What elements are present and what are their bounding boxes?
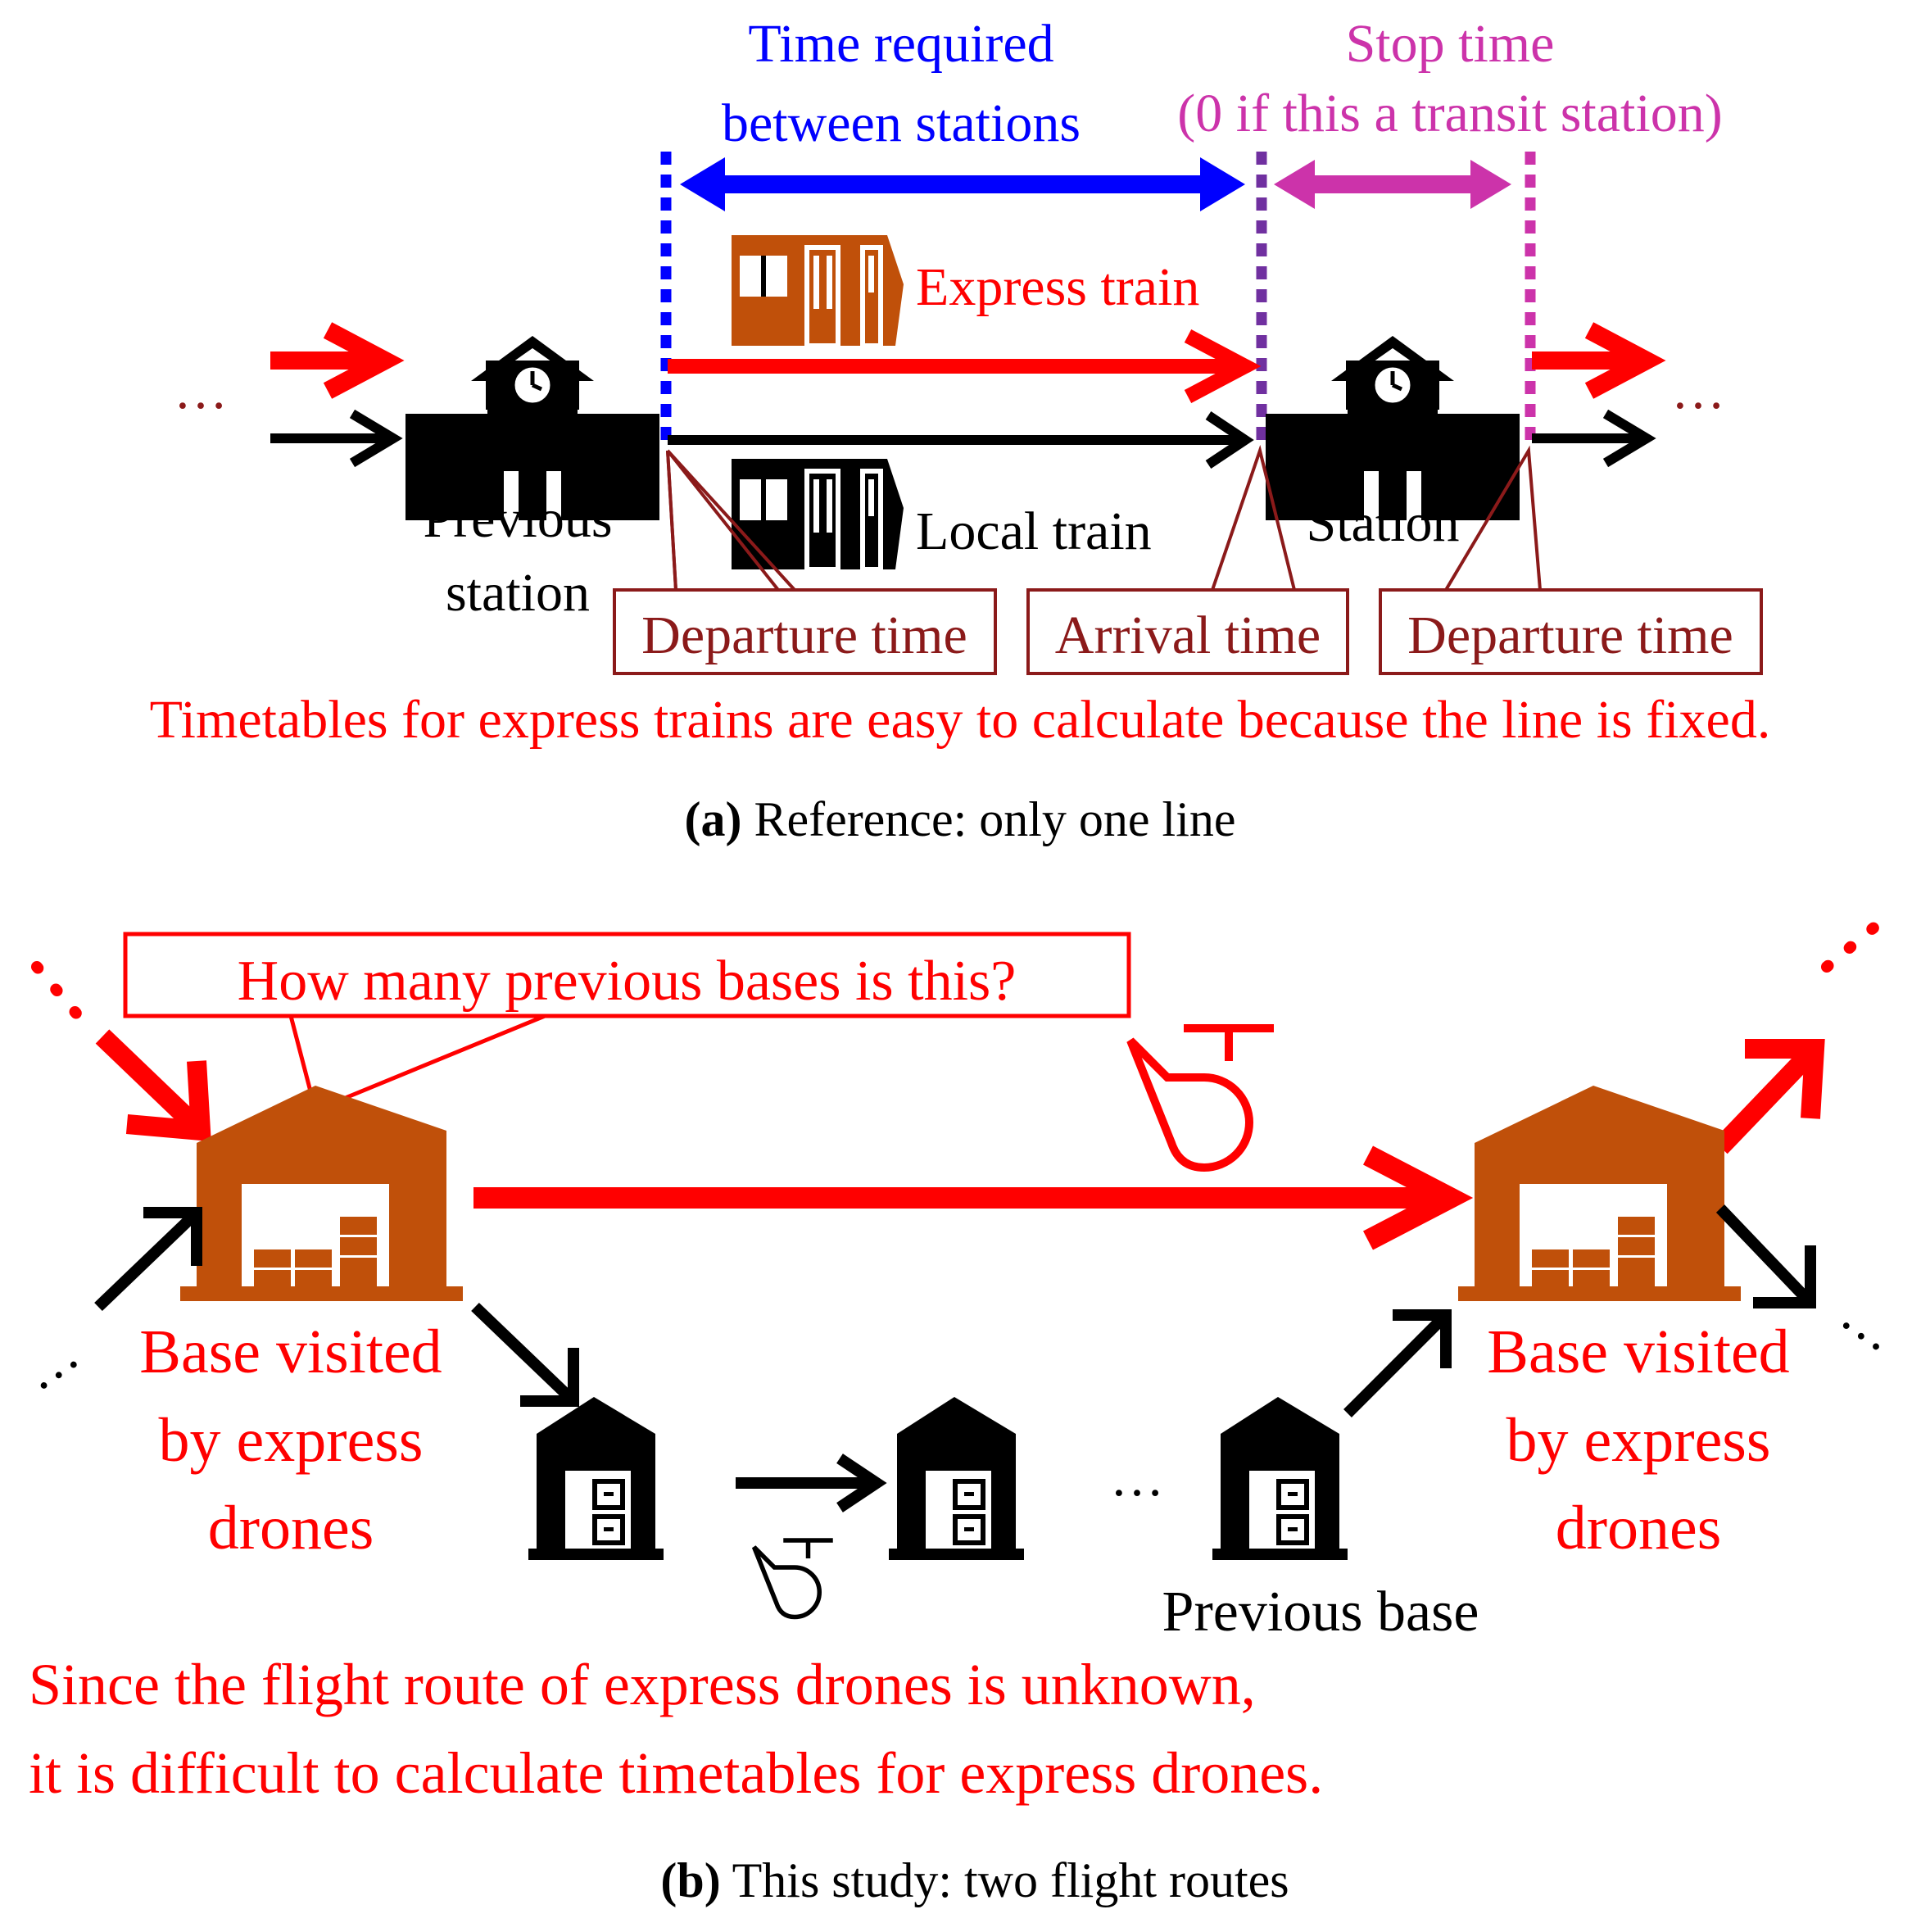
time-required-label-2: between stations	[722, 93, 1081, 153]
stop-time-label-2: (0 if this a transit station)	[1177, 84, 1722, 143]
stop-time-label: Stop time	[1346, 14, 1555, 74]
local-line-arrow	[668, 411, 1254, 469]
base-icon-2	[889, 1397, 1024, 1560]
local-route-arrow-3	[1343, 1309, 1452, 1417]
base-right-label-2: by express	[1506, 1406, 1771, 1475]
local-drone-icon	[754, 1540, 833, 1617]
express-outgoing-arrow	[1532, 322, 1666, 399]
previous-station-label-2: station	[446, 563, 590, 623]
express-drone-icon	[1130, 1028, 1274, 1168]
local-train-label: Local train	[916, 501, 1152, 561]
departure-time-label: Departure time	[641, 605, 967, 665]
panel-b-note-1: Since the flight route of express drones…	[29, 1652, 1256, 1717]
right-ellipsis: …	[1671, 361, 1725, 420]
base-right-label-3: drones	[1556, 1494, 1722, 1562]
panel-b-caption-text: This study: two flight routes	[721, 1853, 1289, 1907]
arrival-time-label: Arrival time	[1055, 605, 1321, 665]
question-callout	[123, 932, 1131, 1113]
previous-station-label: Previous	[424, 489, 613, 549]
base-right-label: Base visited	[1487, 1317, 1789, 1386]
time-required-double-arrow	[680, 157, 1245, 211]
left-ellipsis: …	[174, 361, 228, 420]
express-line-arrow	[668, 329, 1262, 403]
panel-b-note-2: it is difficult to calculate timetables …	[29, 1740, 1323, 1806]
panel-b-caption: (b) This study: two flight routes	[660, 1853, 1289, 1907]
express-incoming-arrow	[270, 322, 405, 399]
local-incoming-route-arrow	[94, 1207, 202, 1312]
departure-time-label-2: Departure time	[1407, 605, 1733, 665]
local-train-icon	[732, 459, 904, 569]
express-incoming-route-arrow	[95, 1029, 211, 1142]
express-base-right-icon	[1458, 1086, 1741, 1301]
local-outgoing-ellipsis: …	[1831, 1284, 1910, 1364]
station-label: Station	[1306, 493, 1459, 553]
express-base-left-icon	[180, 1086, 463, 1301]
express-incoming-dots	[31, 961, 88, 1026]
local-outgoing-arrow	[1532, 409, 1656, 468]
panel-a-caption: (a) Reference: only one line	[684, 792, 1235, 846]
express-train-icon	[732, 235, 904, 346]
arrival-time-callout	[1026, 444, 1349, 675]
stop-time-double-arrow	[1274, 160, 1511, 209]
time-required-label: Time required	[748, 14, 1053, 74]
base-icon-1	[528, 1397, 664, 1560]
base-left-label: Base visited	[139, 1317, 442, 1386]
panel-a-caption-text: Reference: only one line	[741, 792, 1235, 846]
local-route-arrow-1	[471, 1302, 579, 1407]
departure-time-callout-2	[1379, 445, 1763, 675]
local-route-arrow-2	[736, 1454, 887, 1512]
panel-b-caption-letter: (b)	[660, 1853, 720, 1907]
local-outgoing-route-arrow	[1715, 1204, 1816, 1308]
question-label: How many previous bases is this?	[238, 950, 1017, 1013]
express-train-label: Express train	[916, 257, 1199, 317]
express-outgoing-route-arrow	[1713, 1039, 1825, 1154]
base-left-label-2: by express	[159, 1406, 424, 1475]
previous-base-label: Previous base	[1162, 1581, 1479, 1644]
local-incoming-ellipsis: …	[11, 1322, 89, 1403]
previous-base-icon	[1212, 1397, 1348, 1560]
express-drone-route-arrow	[473, 1145, 1474, 1250]
panel-a-caption-letter: (a)	[684, 792, 741, 846]
departure-time-callout	[613, 449, 997, 675]
local-incoming-arrow	[270, 409, 403, 468]
express-outgoing-dots	[1821, 920, 1882, 973]
base-left-label-3: drones	[208, 1494, 374, 1562]
panel-a-note: Timetables for express trains are easy t…	[150, 690, 1771, 750]
base-ellipsis: …	[1110, 1448, 1164, 1508]
